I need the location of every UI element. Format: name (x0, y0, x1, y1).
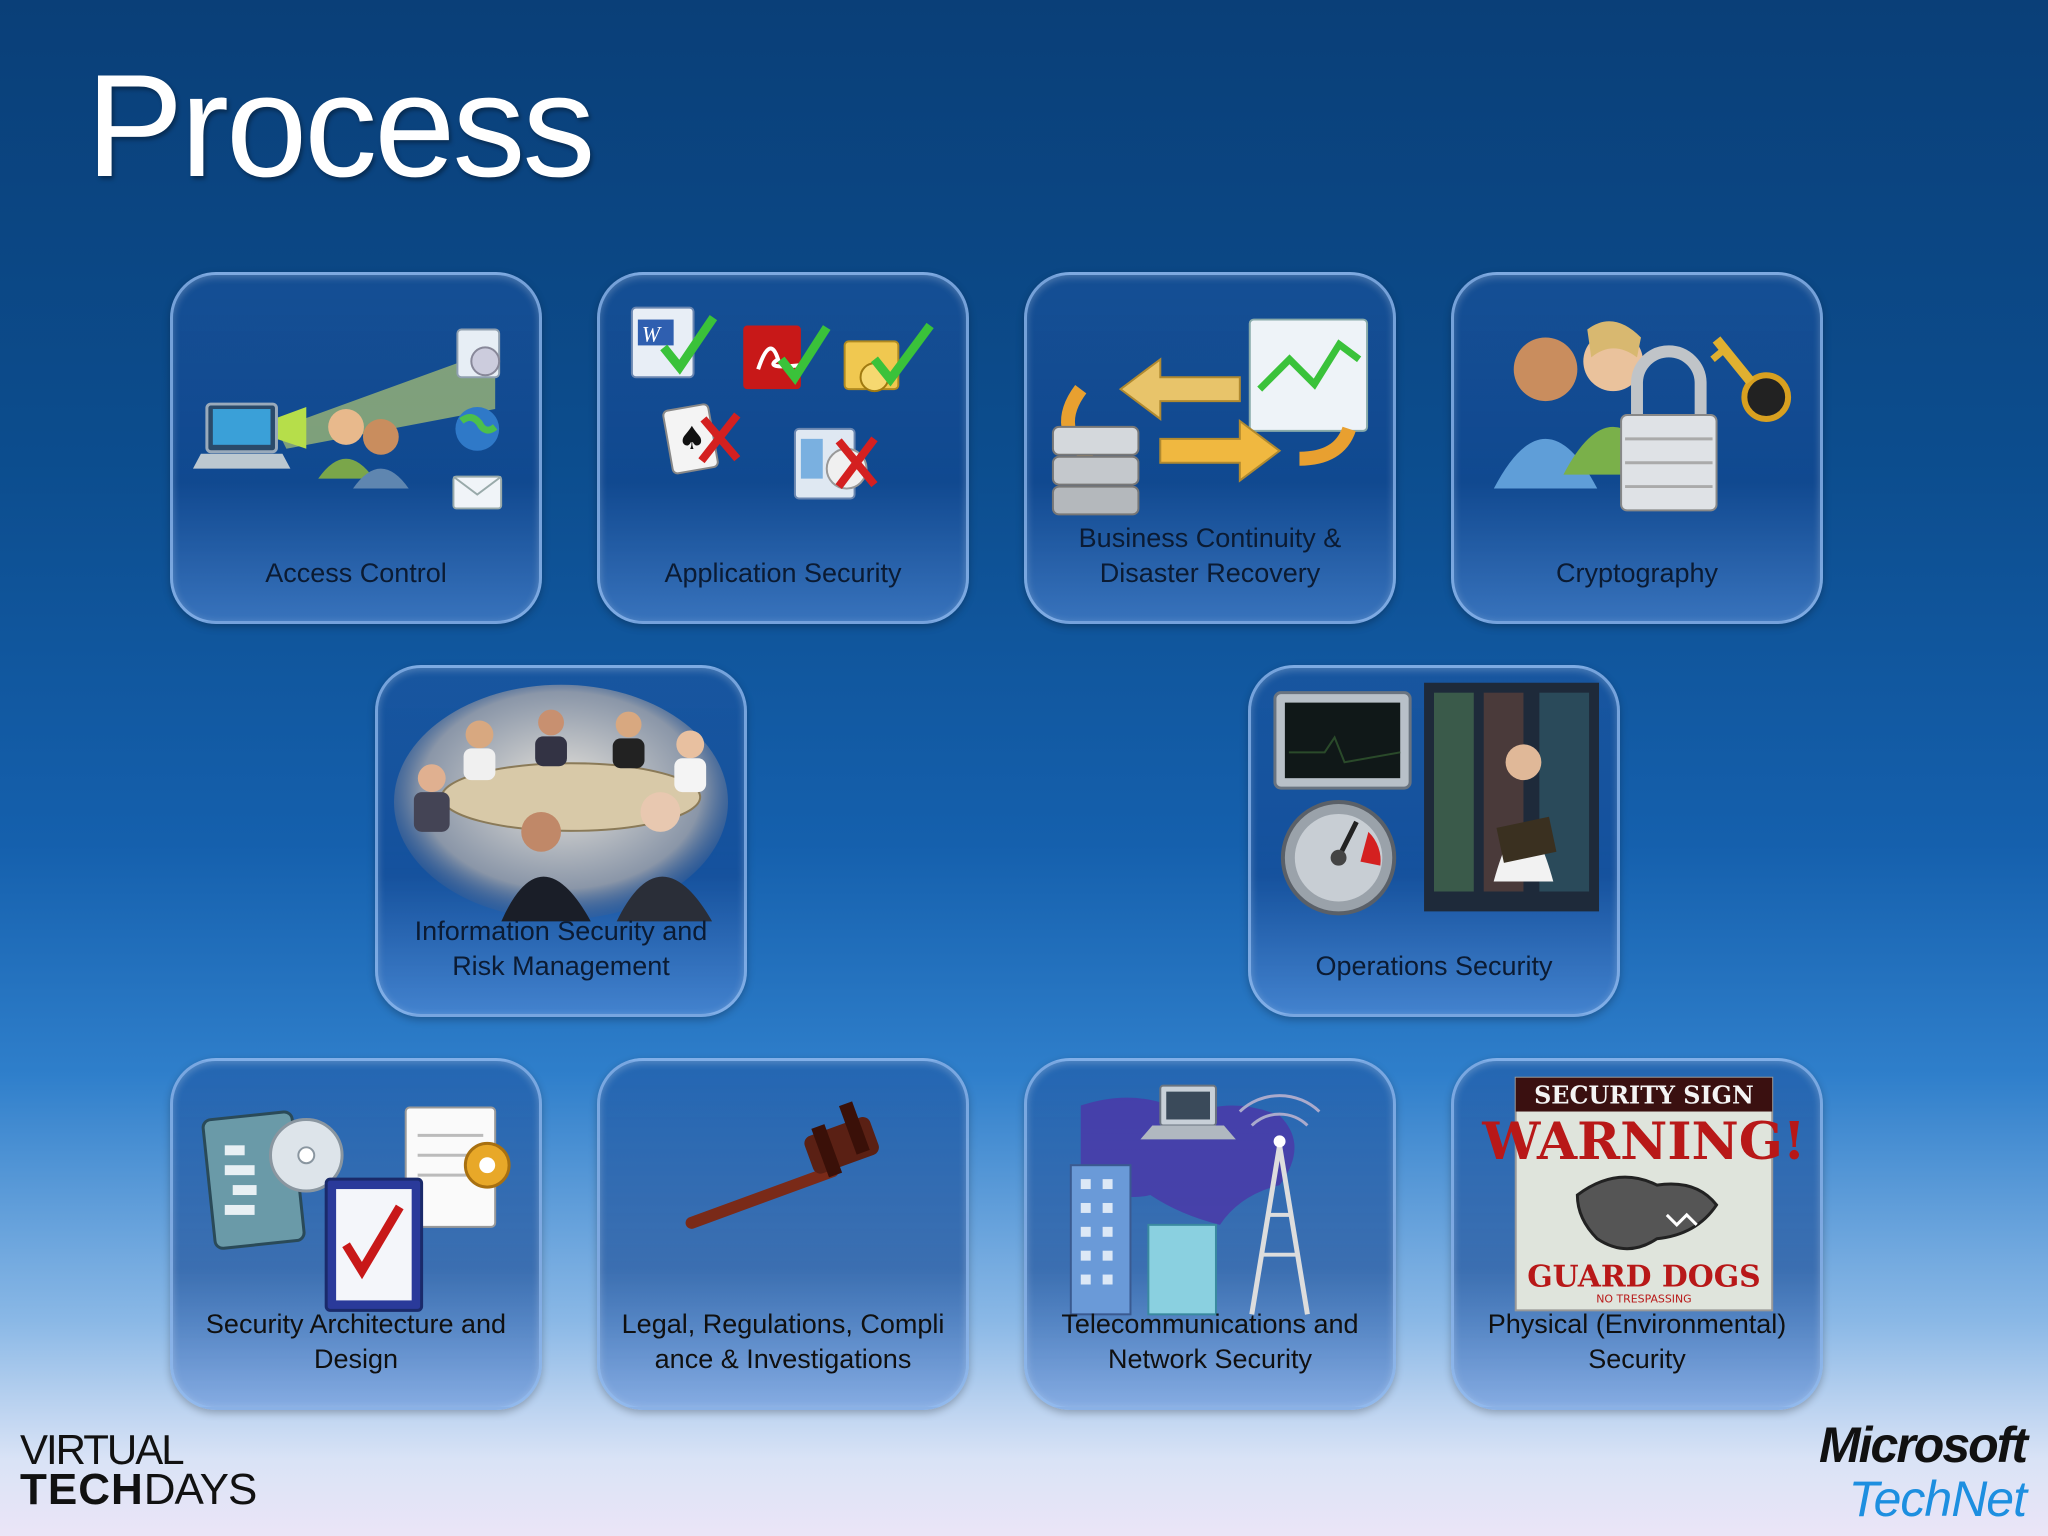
product-name: TechNet (1848, 1471, 2027, 1527)
gavel-icon (614, 1075, 952, 1325)
logo-line2: TECHDAYS (20, 1468, 257, 1512)
tile-business-continuity[interactable]: Business Continuity & Disaster Recovery (1024, 272, 1396, 624)
tile-physical[interactable]: SECURITY SIGN WARNING! GUARD DOGS NO TRE… (1451, 1058, 1823, 1410)
tile-label: Business Continuity & Disaster Recovery (1078, 523, 1342, 588)
tile-application-security[interactable]: W ♠ Application Security (597, 272, 969, 624)
tile-legal[interactable]: Legal, Regulations, Compli ance & Invest… (597, 1058, 969, 1410)
slide-title: Process (86, 44, 595, 207)
meeting-photo-icon (392, 682, 730, 932)
microsoft-technet-logo: Microsoft TechNet (1819, 1417, 2028, 1527)
tile-label: Telecommunications and Network Security (1061, 1309, 1359, 1374)
app-check-icon: W ♠ (614, 289, 952, 539)
padlock-key-icon (1468, 289, 1806, 539)
backup-arrows-icon (1041, 289, 1379, 539)
monitor-gauge-icon (1265, 682, 1603, 932)
tile-label: Application Security (664, 558, 902, 588)
tile-label: Cryptography (1555, 558, 1719, 588)
svg-text:W: W (642, 322, 662, 346)
svg-text:♠: ♠ (678, 419, 707, 457)
logo-line1: VIRTUAL (20, 1426, 185, 1473)
tile-access-control[interactable]: Access Control (170, 272, 542, 624)
tile-label: Operations Security (1315, 951, 1553, 981)
globe-tower-icon (1041, 1075, 1379, 1325)
tile-label: Physical (Environmental) Security (1487, 1309, 1787, 1374)
tile-label: Information Security and Risk Management (414, 916, 708, 981)
sign-header: SECURITY SIGN (1534, 1082, 1754, 1110)
vendor-name: Microsoft (1819, 1417, 2028, 1473)
logo-days: DAYS (143, 1465, 258, 1514)
logo-tech: TECH (20, 1465, 144, 1514)
sign-footer: GUARD DOGS (1527, 1259, 1761, 1294)
tile-label: Access Control (265, 558, 447, 588)
book-checklist-icon (187, 1075, 525, 1325)
tile-telecom[interactable]: Telecommunications and Network Security (1024, 1058, 1396, 1410)
sign-sub: NO TRESPASSING (1596, 1292, 1691, 1305)
warning-sign-icon: SECURITY SIGN WARNING! GUARD DOGS NO TRE… (1468, 1075, 1806, 1325)
tile-label: Legal, Regulations, Compli ance & Invest… (621, 1309, 945, 1374)
tile-cryptography[interactable]: Cryptography (1451, 272, 1823, 624)
virtual-techdays-logo: VIRTUAL TECHDAYS (20, 1426, 257, 1512)
sign-headline: WARNING! (1481, 1111, 1805, 1172)
tile-security-architecture[interactable]: Security Architecture and Design (170, 1058, 542, 1410)
tile-info-security[interactable]: Information Security and Risk Management (375, 665, 747, 1017)
tile-operations-security[interactable]: Operations Security (1248, 665, 1620, 1017)
network-users-icon (187, 289, 525, 539)
tile-label: Security Architecture and Design (205, 1309, 507, 1374)
